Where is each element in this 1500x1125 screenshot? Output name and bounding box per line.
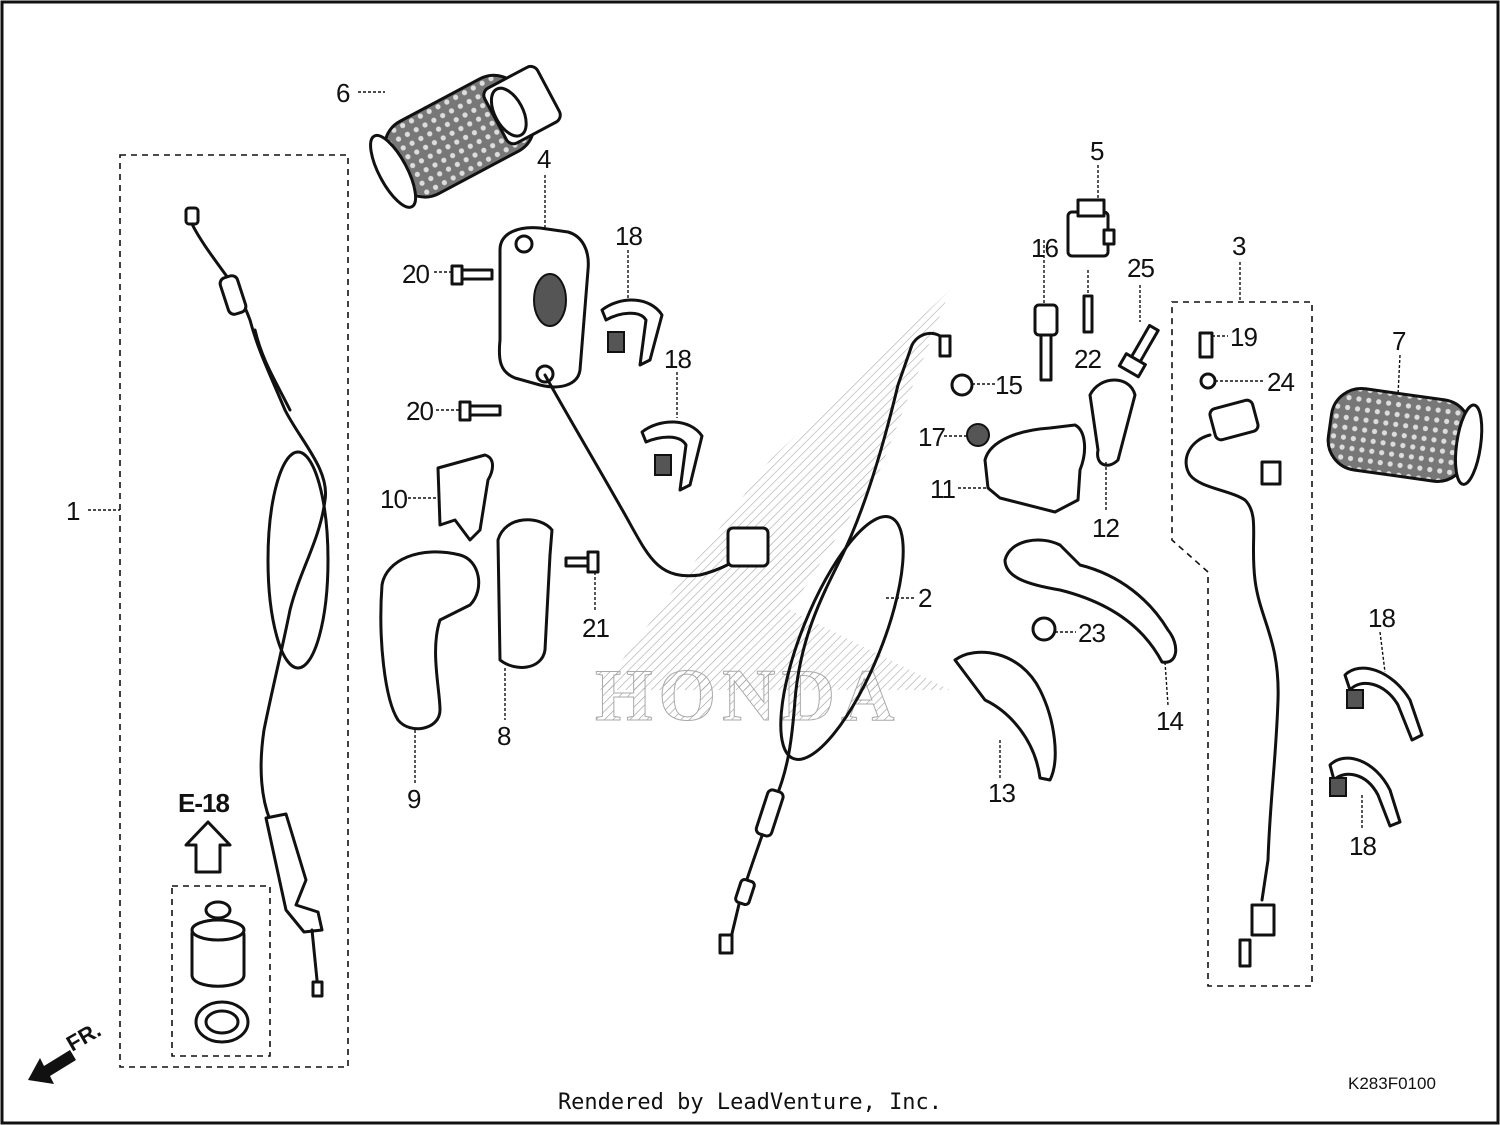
- grip-part-7: [1326, 386, 1484, 486]
- callout-11: 11: [930, 474, 956, 504]
- callout-18-c: 18: [1368, 603, 1395, 633]
- screw-part-20-top: [450, 264, 494, 286]
- screw-part-22: [1082, 294, 1094, 334]
- callout-19: 19: [1230, 322, 1257, 352]
- group-box-3: [1171, 301, 1313, 987]
- leader-lines: [88, 91, 1401, 830]
- bolt-part-16: [1033, 303, 1059, 382]
- switch-harness-part-3: [1184, 331, 1282, 968]
- clamp-part-12: [1088, 378, 1137, 467]
- callout-16: 16: [1031, 233, 1058, 263]
- callout-14: 14: [1156, 706, 1183, 736]
- cable-clip-part-18-b: [640, 420, 704, 492]
- callout-23: 23: [1078, 618, 1105, 648]
- group-box-e18: [171, 885, 271, 1057]
- callout-21: 21: [582, 613, 609, 643]
- callout-20-a: 20: [402, 259, 429, 289]
- bolt-part-25: [1117, 323, 1160, 379]
- guard-part-13: [953, 650, 1057, 782]
- switch-part-5: [1066, 198, 1116, 258]
- cable-clip-part-18-a: [600, 298, 664, 367]
- callout-6: 6: [336, 78, 350, 108]
- throttle-housing-part-4: [497, 226, 590, 389]
- drawing-code: K283F0100: [1348, 1074, 1436, 1093]
- callout-7: 7: [1392, 326, 1406, 356]
- cable-clip-part-18-d: [1328, 756, 1402, 828]
- reference-label: E-18: [178, 788, 229, 818]
- callout-25: 25: [1127, 253, 1154, 283]
- callout-22: 22: [1074, 344, 1101, 374]
- throttle-cable-part-2: [543, 331, 952, 955]
- callout-18-a: 18: [615, 221, 642, 251]
- cover-part-10: [436, 453, 494, 542]
- lever-part-14: [1003, 538, 1178, 664]
- callout-3: 3: [1232, 231, 1246, 261]
- callout-17: 17: [918, 422, 945, 452]
- honda-watermark: HONDA: [595, 290, 950, 738]
- callout-24: 24: [1267, 367, 1294, 397]
- holder-part-9: [379, 550, 481, 731]
- callout-8: 8: [497, 721, 511, 751]
- callout-20-b: 20: [406, 396, 433, 426]
- throttle-cable-part-1: [184, 206, 330, 998]
- callout-18-b: 18: [664, 344, 691, 374]
- throttle-grip-part-6: [369, 64, 562, 209]
- washer-part-17: [966, 423, 990, 447]
- footer-attribution: Rendered by LeadVenture, Inc.: [557, 1090, 943, 1115]
- watermark-text: HONDA: [595, 655, 900, 737]
- callout-13: 13: [988, 778, 1015, 808]
- callout-1: 1: [66, 496, 80, 526]
- nut-part-23: [1031, 616, 1057, 642]
- screw-part-20-bottom: [458, 400, 502, 422]
- group-box-1: [119, 154, 349, 1068]
- holder-part-8: [496, 518, 554, 669]
- e18-reference-inset: [184, 820, 250, 1044]
- cable-clip-part-18-c: [1343, 666, 1424, 742]
- front-arrow-icon: FR.: [28, 1017, 105, 1084]
- callout-10: 10: [380, 484, 407, 514]
- screw-part-15: [950, 373, 974, 397]
- callout-12: 12: [1092, 513, 1119, 543]
- callout-2: 2: [918, 583, 932, 613]
- callout-labels: 1 2 3 4 5 6 7 8 9 10 11 12 13 14 15 16 1…: [66, 78, 1407, 861]
- callout-5: 5: [1090, 136, 1104, 166]
- front-label: FR.: [62, 1017, 105, 1056]
- screw-part-21: [564, 550, 600, 574]
- callout-9: 9: [407, 784, 421, 814]
- callout-4: 4: [537, 144, 551, 174]
- callout-18-d: 18: [1349, 831, 1376, 861]
- callout-15: 15: [995, 370, 1022, 400]
- lever-bracket-part-11: [983, 423, 1087, 514]
